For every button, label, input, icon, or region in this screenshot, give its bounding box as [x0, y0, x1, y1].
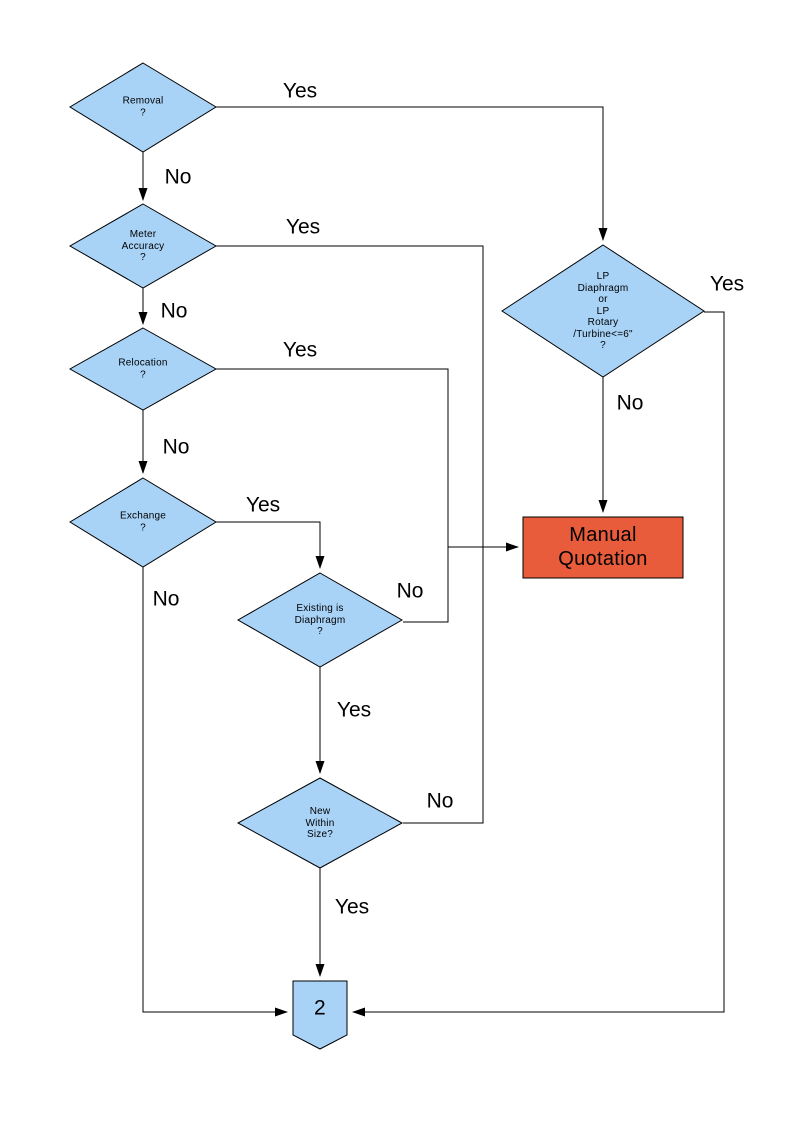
edge-removal-yes — [216, 106, 608, 241]
edge-relocation-yes-and-existing-diaphragm-no — [216, 368, 449, 623]
edge-lp-yes — [352, 311, 725, 1017]
decision-removal — [69, 62, 217, 153]
decision-new-within-size — [236, 777, 404, 869]
off-page-connector-2 — [292, 980, 348, 1050]
decision-meter-accuracy — [68, 203, 218, 289]
decision-exchange — [69, 477, 217, 568]
decision-relocation — [68, 327, 218, 411]
decision-lp-type — [501, 244, 705, 378]
edge-exchange-no — [142, 567, 288, 1017]
decision-existing-diaphragm — [236, 572, 404, 668]
edge-meter-accuracy-yes-and-new-within-size-no — [216, 245, 484, 824]
edge-exchange-yes — [216, 521, 325, 569]
terminal-manual-quotation — [522, 516, 684, 579]
